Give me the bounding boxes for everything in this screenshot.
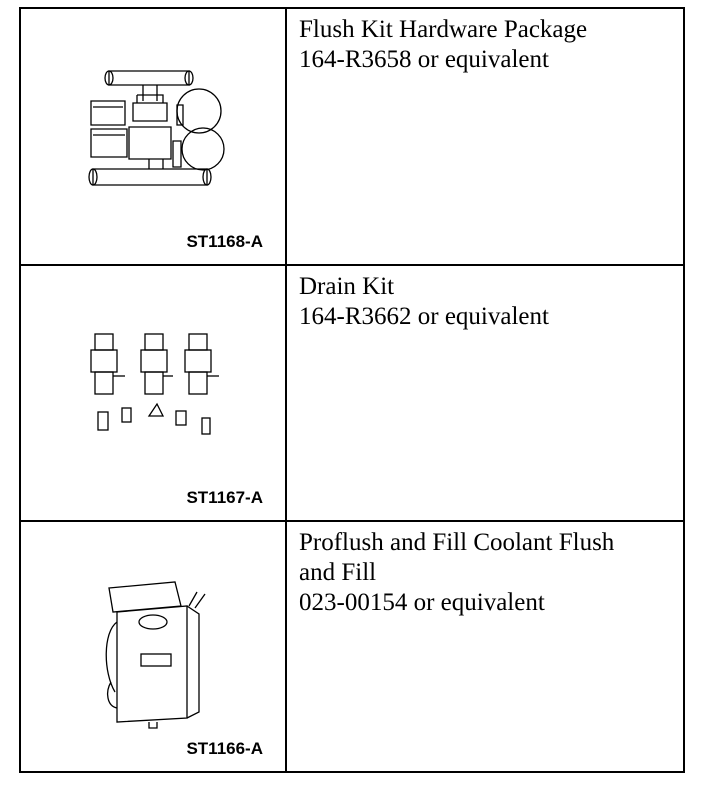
tool-row-drain-kit: ST1167-A Drain Kit 164-R3662 or equivale… (21, 264, 683, 520)
figure-code: ST1168-A (186, 232, 263, 251)
figure-code: ST1167-A (186, 488, 263, 507)
part-number: 164-R3658 or equivalent (299, 46, 549, 73)
flush-kit-hardware-illustration-icon (88, 70, 225, 186)
drain-kit-illustration-icon (90, 333, 219, 435)
part-number: 164-R3662 or equivalent (299, 303, 549, 330)
tool-row-flush-kit: ST1168-A Flush Kit Hardware Package 164-… (21, 9, 683, 264)
tool-name: Proflush and Fill Coolant Flush (299, 529, 615, 556)
coolant-flush-machine-illustration-icon (105, 581, 206, 729)
illustration-cell: ST1167-A (21, 266, 287, 520)
tool-name-continued: and Fill (299, 559, 377, 586)
illustration-cell: ST1166-A (21, 522, 287, 771)
illustration-cell: ST1168-A (21, 9, 287, 264)
tool-row-coolant-flush: ST1166-A Proflush and Fill Coolant Flush… (21, 520, 683, 771)
description-cell: Proflush and Fill Coolant Flush and Fill… (287, 522, 683, 771)
special-tools-table: ST1168-A Flush Kit Hardware Package 164-… (19, 7, 685, 773)
description-cell: Flush Kit Hardware Package 164-R3658 or … (287, 9, 683, 264)
tool-name: Flush Kit Hardware Package (299, 16, 588, 43)
figure-code: ST1166-A (186, 739, 263, 758)
description-cell: Drain Kit 164-R3662 or equivalent (287, 266, 683, 520)
part-number: 023-00154 or equivalent (299, 589, 545, 616)
tool-name: Drain Kit (299, 273, 395, 300)
